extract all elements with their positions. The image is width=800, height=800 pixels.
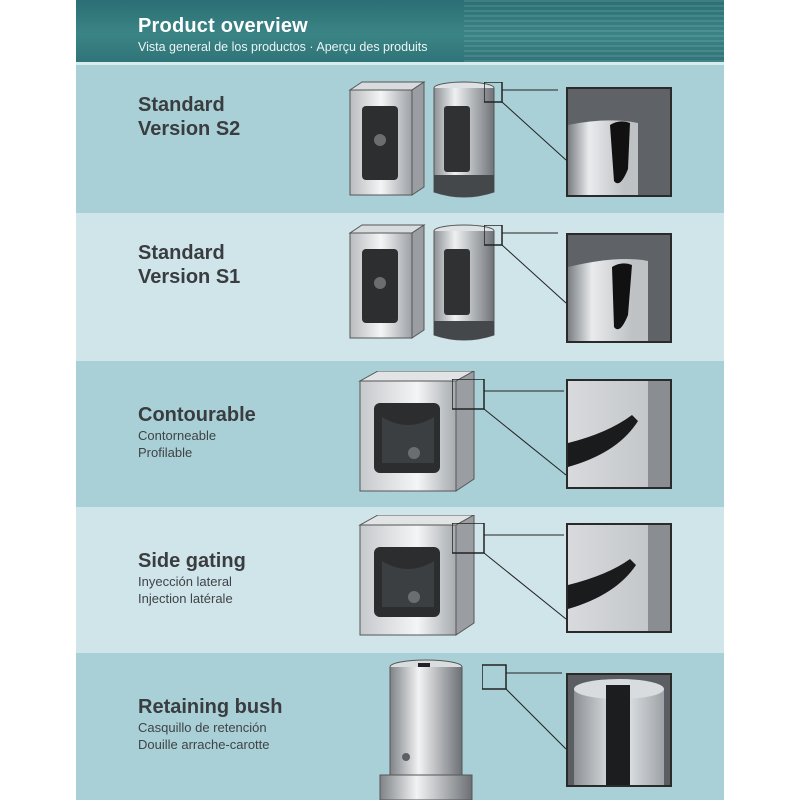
detail-closeup-s2 — [566, 87, 672, 197]
section-contourable: Contourable Contorneable Profilable — [76, 361, 724, 507]
product-image-standard-s2 — [346, 80, 506, 205]
section-title-line1: Standard — [138, 242, 225, 264]
section-title-line2: Version S1 — [138, 266, 241, 288]
page-title: Product overview — [138, 15, 308, 37]
detail-closeup-s1 — [566, 233, 672, 343]
product-overview-page: Product overview Vista general de los pr… — [76, 0, 724, 800]
product-image-side-gating — [356, 515, 491, 640]
section-subtitle-es: Casquillo de retención — [138, 720, 267, 735]
detail-callout-lines — [452, 523, 572, 633]
detail-closeup-contourable — [566, 379, 672, 489]
detail-callout-lines — [484, 82, 574, 182]
detail-closeup-retaining-bush — [566, 673, 672, 787]
section-standard-s2: Standard Version S2 — [76, 65, 724, 213]
detail-callout-lines — [452, 379, 572, 489]
section-subtitle-es: Inyección lateral — [138, 574, 232, 589]
section-subtitle-fr: Injection latérale — [138, 591, 233, 606]
product-image-retaining-bush — [376, 657, 476, 800]
header-divider — [76, 62, 724, 65]
section-retaining-bush: Retaining bush Casquillo de retención Do… — [76, 653, 724, 800]
section-title: Side gating — [138, 550, 246, 572]
header-stripes — [464, 0, 724, 62]
product-image-standard-s1 — [346, 223, 506, 348]
header-banner: Product overview Vista general de los pr… — [76, 0, 724, 62]
detail-callout-lines — [484, 225, 574, 325]
detail-closeup-side-gating — [566, 523, 672, 633]
section-title: Retaining bush — [138, 696, 283, 718]
product-image-contourable — [356, 371, 491, 496]
section-standard-s1: Standard Version S1 — [76, 213, 724, 361]
section-subtitle-es: Contorneable — [138, 428, 217, 443]
section-side-gating: Side gating Inyección lateral Injection … — [76, 507, 724, 653]
section-title-line1: Standard — [138, 94, 225, 116]
section-subtitle-fr: Profilable — [138, 445, 193, 460]
detail-callout-lines — [482, 659, 572, 759]
page-subtitle: Vista general de los productos · Aperçu … — [138, 40, 428, 54]
section-title: Contourable — [138, 404, 256, 426]
section-title-line2: Version S2 — [138, 118, 241, 140]
section-subtitle-fr: Douille arrache-carotte — [138, 737, 270, 752]
